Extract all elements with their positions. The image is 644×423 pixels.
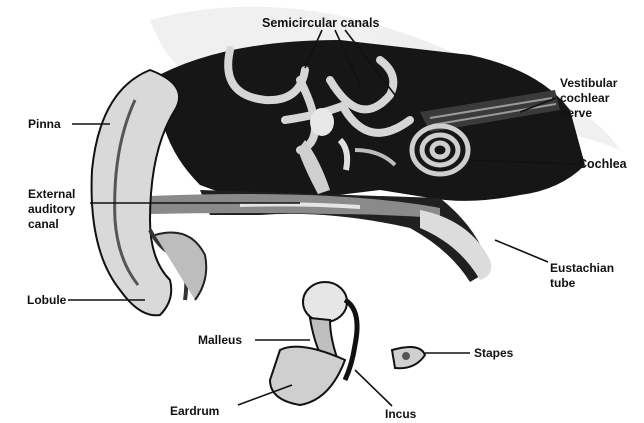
ossicles-detail-drawing [270,282,425,405]
label-pinna: Pinna [28,117,61,131]
label-vestibular-nerve-3: nerve [560,106,592,120]
label-external-canal-1: External [28,187,75,201]
label-eustachian-1: Eustachian [550,261,614,275]
label-stapes: Stapes [474,346,514,360]
label-eardrum: Eardrum [170,404,219,418]
label-malleus: Malleus [198,333,242,347]
head-cross-section [150,40,585,282]
label-vestibular-nerve-1: Vestibular [560,76,618,90]
label-cochlea: Cochlea [578,157,628,171]
label-semicircular-canals: Semicircular canals [262,16,379,30]
label-vestibular-nerve-2: cochlear [560,91,610,105]
label-incus: Incus [385,407,417,421]
label-external-canal-3: canal [28,217,59,231]
label-external-canal-2: auditory [28,202,76,216]
label-eustachian-2: tube [550,276,576,290]
label-lobule: Lobule [27,293,67,307]
